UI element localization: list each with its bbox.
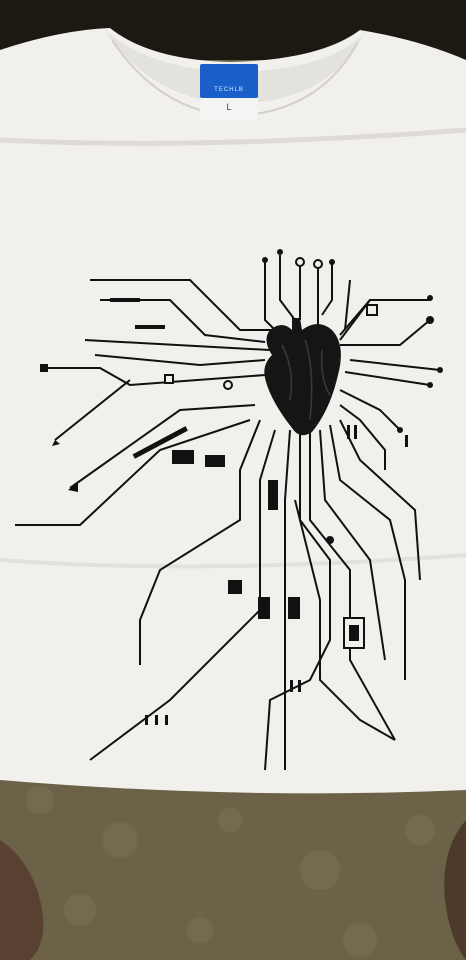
label-brand-panel: TECHLB xyxy=(200,64,258,98)
circuit-print xyxy=(15,255,441,771)
label-brand: TECHLB xyxy=(214,87,244,93)
clothing-label: TECHLB L xyxy=(200,64,258,120)
right-foot xyxy=(444,820,466,960)
carpet-floor xyxy=(0,760,466,960)
circuit-components xyxy=(40,249,443,725)
label-size: L xyxy=(226,102,232,112)
heart-graphic xyxy=(264,318,341,436)
label-size-panel: L xyxy=(200,98,258,120)
tshirt-fold-shadow-2 xyxy=(0,553,466,569)
tshirt-fold-shadow xyxy=(0,127,466,146)
carpet-texture xyxy=(26,786,435,957)
left-foot xyxy=(0,840,44,960)
tshirt-collar xyxy=(105,30,365,104)
